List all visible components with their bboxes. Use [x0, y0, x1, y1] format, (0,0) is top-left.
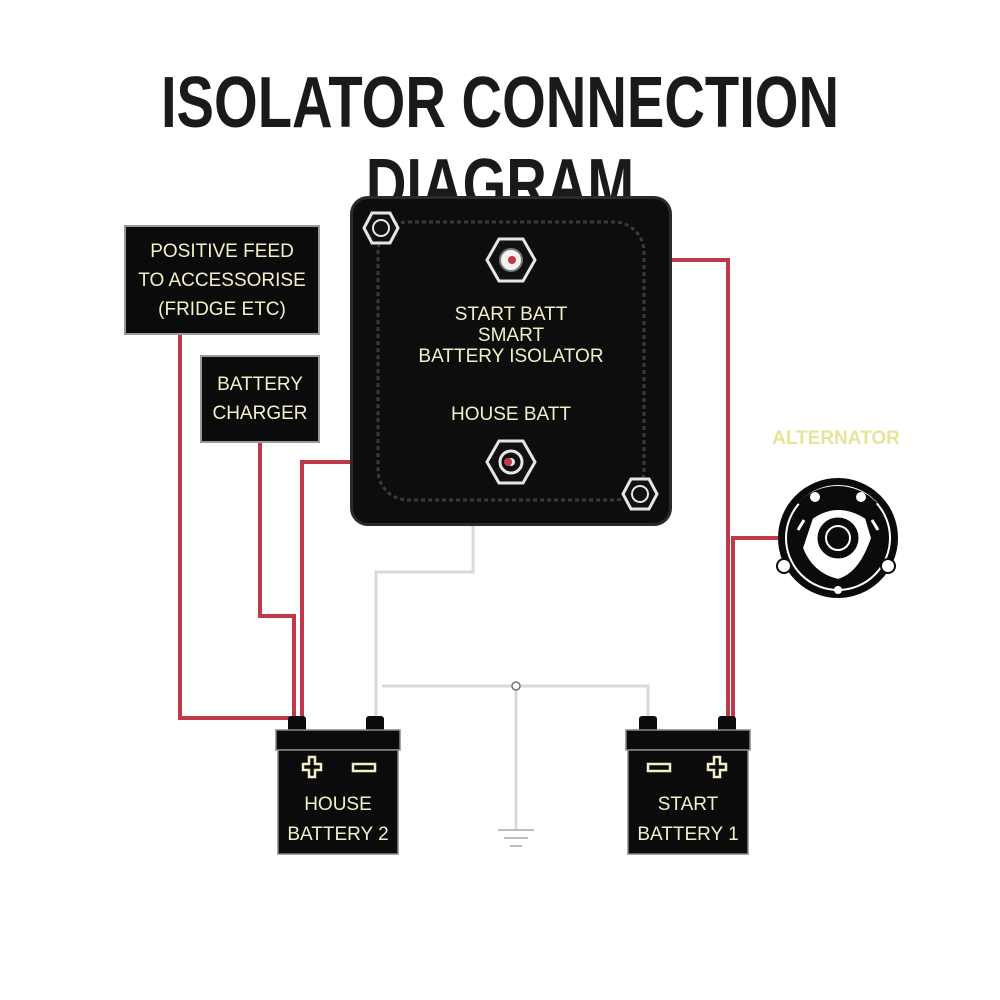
start-battery-line-1: START	[657, 794, 719, 815]
house-battery-label: HOUSE BATTERY 2	[278, 790, 398, 850]
house-battery-line-2: BATTERY 2	[287, 824, 389, 845]
battery-charger-box: BATTERY CHARGER	[200, 355, 320, 443]
house-battery-line-1: HOUSE	[304, 794, 372, 815]
ground-junction	[511, 681, 521, 691]
ground-bus-wire	[382, 684, 650, 718]
positive-feed-line-1: POSITIVE FEED	[150, 240, 294, 262]
charger-wire	[258, 442, 296, 718]
alternator-wire	[731, 536, 778, 718]
isolator-start-label: START BATT	[454, 304, 568, 325]
positive-feed-box: POSITIVE FEED TO ACCESSORISE (FRIDGE ETC…	[124, 225, 320, 335]
positive-feed-wire	[178, 334, 296, 720]
battery-charger-line-2: CHARGER	[212, 403, 308, 424]
diagram-title: ISOLATOR CONNECTION DIAGRAM	[160, 63, 840, 225]
positive-feed-line-2: TO ACCESSORISE	[138, 269, 306, 291]
battery-charger-line-1: BATTERY	[217, 374, 303, 395]
alternator-label: ALTERNATOR	[772, 428, 900, 449]
isolator-ground-wire	[374, 526, 475, 718]
isolator-name-label: BATTERY ISOLATOR	[418, 346, 604, 367]
ground-wires	[374, 526, 650, 830]
positive-feed-line-3: (FRIDGE ETC)	[158, 298, 286, 320]
isolator-smart-label: SMART	[477, 325, 545, 346]
ground-symbol-icon	[498, 829, 534, 847]
start-battery-line-2: BATTERY 1	[637, 824, 739, 845]
start-battery-label: START BATTERY 1	[628, 790, 748, 850]
isolator-house-label: HOUSE BATT	[451, 404, 571, 425]
